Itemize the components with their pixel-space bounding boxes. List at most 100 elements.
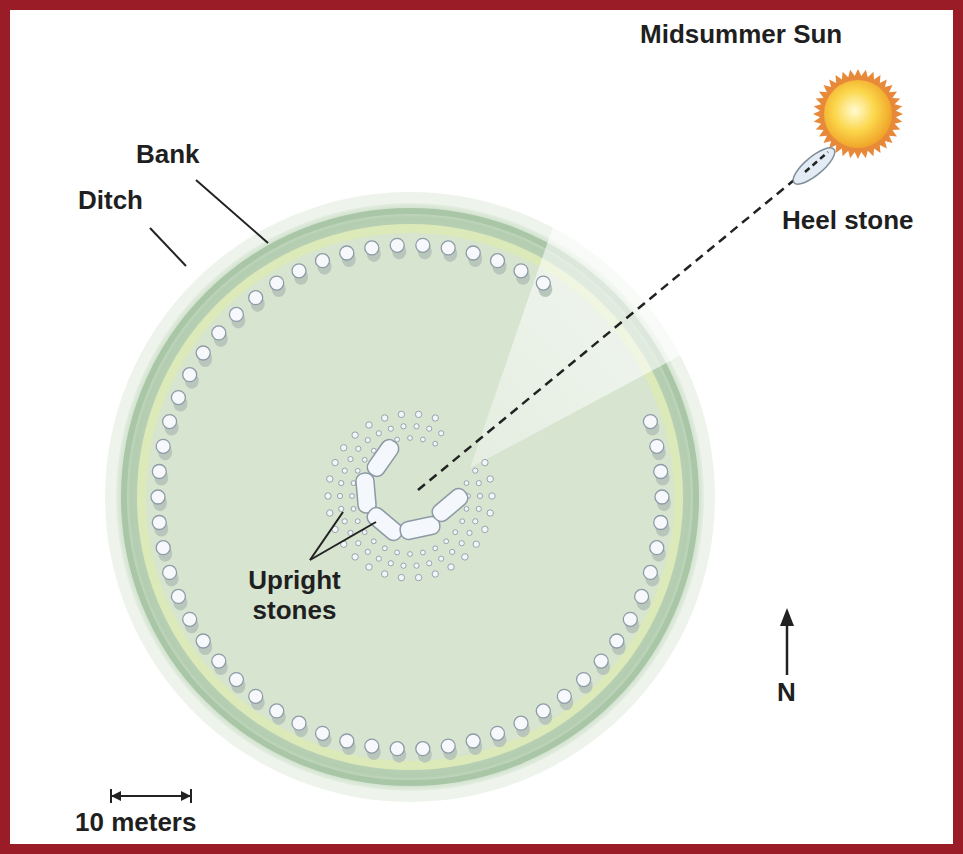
stone — [594, 654, 608, 668]
upright-leader — [310, 512, 343, 560]
small-stone — [388, 426, 393, 431]
stone — [229, 307, 243, 321]
stone — [650, 541, 664, 555]
small-stone — [462, 554, 468, 560]
stone — [212, 654, 226, 668]
stone — [151, 490, 165, 504]
small-stone — [448, 564, 454, 570]
small-stone — [401, 424, 406, 429]
north-label: N — [777, 678, 796, 708]
north-arrowhead — [780, 608, 794, 626]
stone — [152, 516, 166, 530]
stone — [156, 541, 170, 555]
small-stone — [325, 493, 331, 499]
stone — [441, 739, 455, 753]
small-stone — [427, 426, 432, 431]
small-stone — [482, 459, 488, 465]
small-stone — [427, 561, 432, 566]
small-stone — [352, 432, 358, 438]
stone — [466, 246, 480, 260]
stone — [340, 246, 354, 260]
stone — [156, 439, 170, 453]
stone — [416, 742, 430, 756]
small-stone — [371, 539, 376, 544]
stone — [249, 291, 263, 305]
inner-rings — [325, 411, 495, 581]
stone — [316, 726, 330, 740]
stone — [183, 612, 197, 626]
small-stone — [421, 550, 426, 555]
stone — [365, 739, 379, 753]
small-stone — [356, 541, 361, 546]
small-stone — [382, 415, 388, 421]
bank-label: Bank — [136, 140, 200, 170]
small-stone — [439, 431, 444, 436]
stone — [514, 716, 528, 730]
stone — [416, 238, 430, 252]
stone — [163, 415, 177, 429]
stone — [270, 276, 284, 290]
small-stone — [351, 481, 356, 486]
small-stone — [476, 506, 481, 511]
small-stone — [339, 481, 344, 486]
stone — [340, 734, 354, 748]
small-stone — [356, 446, 361, 451]
stone — [466, 734, 480, 748]
small-stone — [432, 415, 438, 421]
stone — [292, 264, 306, 278]
small-stone — [415, 574, 421, 580]
light-beam — [470, 90, 790, 468]
stone — [491, 254, 505, 268]
small-stone — [352, 554, 358, 560]
stone — [171, 391, 185, 405]
stone — [577, 673, 591, 687]
small-stone — [439, 556, 444, 561]
sun — [824, 80, 892, 148]
small-stone — [376, 431, 381, 436]
stone — [655, 490, 669, 504]
stone — [557, 689, 571, 703]
small-stone — [382, 546, 387, 551]
small-stone — [482, 526, 488, 532]
small-stone — [473, 519, 478, 524]
sun-label: Midsummer Sun — [640, 20, 842, 50]
stone — [292, 716, 306, 730]
small-stone — [332, 459, 338, 465]
small-stone — [395, 550, 400, 555]
stone — [654, 516, 668, 530]
small-stone — [453, 530, 458, 535]
small-stone — [365, 549, 370, 554]
sun-rays — [813, 69, 903, 159]
small-stone — [421, 437, 426, 442]
stone — [171, 589, 185, 603]
small-stone — [366, 422, 372, 428]
small-stone — [365, 438, 370, 443]
small-stone — [342, 519, 347, 524]
small-stone — [337, 493, 342, 498]
small-stone — [450, 549, 455, 554]
small-stone — [433, 546, 438, 551]
stone — [635, 589, 649, 603]
small-stone — [398, 574, 404, 580]
small-stone — [355, 468, 360, 473]
small-stone — [376, 556, 381, 561]
small-stone — [460, 519, 465, 524]
stone — [491, 726, 505, 740]
small-stone — [327, 510, 333, 516]
ditch-label: Ditch — [78, 186, 143, 216]
small-stone — [398, 411, 404, 417]
stone — [654, 465, 668, 479]
small-stone — [362, 457, 367, 462]
sight-line — [418, 152, 828, 490]
scale-arrowhead — [181, 791, 191, 801]
stone — [316, 254, 330, 268]
stone — [390, 742, 404, 756]
heel-stone-label: Heel stone — [782, 206, 914, 236]
small-stone — [395, 437, 400, 442]
small-stone — [433, 441, 438, 446]
upright-stones-label: Upright stones — [232, 566, 357, 626]
stone — [229, 673, 243, 687]
small-stone — [487, 510, 493, 516]
small-stone — [464, 481, 469, 486]
